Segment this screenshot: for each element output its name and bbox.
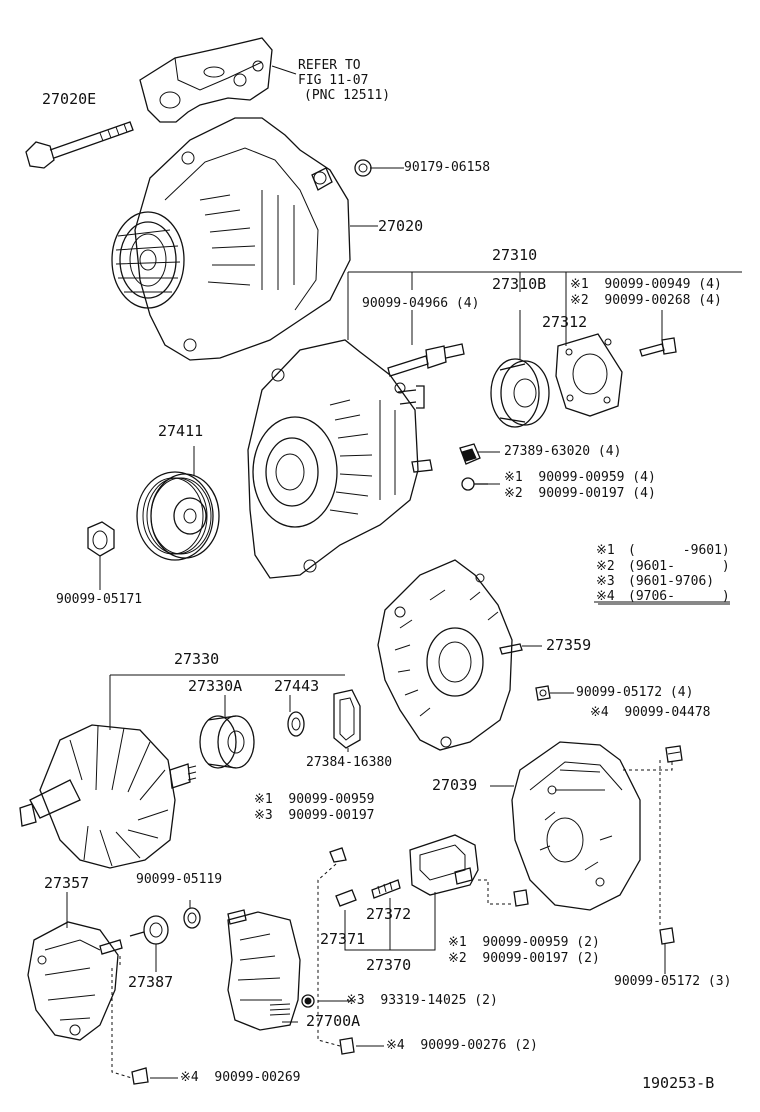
legend-mark-3: ※3 — [596, 574, 615, 589]
leader-lines — [66, 65, 742, 1079]
label-90099-05172-3: 90099-05172 (3) — [614, 974, 732, 989]
label-90099-00949: ※1 90099-00949 (4) — [570, 277, 722, 292]
pulley-drawing — [136, 471, 220, 561]
retainer-plate-drawing — [555, 333, 623, 417]
screw-00959-2-drawing — [513, 889, 529, 907]
rotor-drawing — [19, 724, 197, 869]
label-27370: 27370 — [366, 956, 412, 974]
label-27700a: 27700A — [306, 1012, 361, 1030]
label-27020e: 27020E — [42, 90, 97, 108]
label-27443: 27443 — [274, 677, 320, 695]
label-27372: 27372 — [366, 905, 412, 923]
figure-id: 190253-B — [642, 1074, 715, 1092]
screw-00197-drawing — [329, 847, 347, 863]
legend-range-1: ( -9601) — [628, 543, 730, 558]
stud-bolt-drawing — [387, 343, 465, 377]
label-90099-00959-4: ※1 90099-00959 (4) — [504, 470, 656, 485]
alternator-assembly-drawing — [111, 117, 351, 361]
label-90099-00269: ※4 90099-00269 — [180, 1070, 301, 1085]
label-90099-04478: ※4 90099-04478 — [590, 705, 711, 720]
screw-00949-drawing — [639, 337, 677, 357]
label-27359: 27359 — [546, 636, 592, 654]
label-90099-00197-4: ※2 90099-00197 (4) — [504, 486, 656, 501]
label-27371: 27371 — [320, 930, 366, 948]
label-27020: 27020 — [378, 217, 424, 235]
label-90099-00197-2: ※2 90099-00197 (2) — [448, 951, 600, 966]
label-90099-00268: ※2 90099-00268 (4) — [570, 293, 722, 308]
label-refer-to: REFER TO — [298, 58, 361, 73]
gasket-27384-drawing — [333, 689, 361, 749]
label-27387: 27387 — [128, 973, 174, 991]
brush-holder-drawing — [335, 834, 479, 907]
screw-00276-drawing — [339, 1037, 355, 1055]
label-27312: 27312 — [542, 313, 588, 331]
screw-00959-drawing — [461, 477, 488, 491]
rectifier-drawing — [27, 921, 123, 1041]
label-27411: 27411 — [158, 422, 204, 440]
washer-27443-drawing — [287, 711, 305, 737]
label-90099-00276: ※4 90099-00276 (2) — [386, 1038, 538, 1053]
nut-05171-drawing — [87, 521, 115, 557]
bolt-05172-drawing — [535, 685, 551, 701]
alternator-bracket-drawing — [139, 37, 273, 123]
drive-end-frame-drawing — [247, 339, 433, 579]
label-fig-ref: FIG 11-07 — [298, 73, 369, 88]
nut-93319-drawing — [301, 994, 315, 1008]
label-27357: 27357 — [44, 874, 90, 892]
legend-mark-2: ※2 — [596, 559, 615, 574]
nut-90179-06158-drawing — [354, 159, 372, 177]
label-90099-05119: 90099-05119 — [136, 872, 223, 887]
screw-00269-drawing — [131, 1067, 149, 1085]
legend-mark-4: ※4 — [596, 589, 615, 604]
label-pnc-ref: (PNC 12511) — [304, 88, 391, 103]
label-90099-04966: 90099-04966 (4) — [362, 296, 480, 311]
nut-05119-drawing — [183, 907, 201, 929]
label-27310: 27310 — [492, 246, 538, 264]
legend-range-3: (9601-9706) — [628, 574, 715, 589]
label-27330: 27330 — [174, 650, 220, 668]
label-93319-14025: ※3 93319-14025 (2) — [346, 993, 498, 1008]
bearing-27330a-drawing — [199, 715, 255, 769]
rectifier-end-frame-drawing — [377, 559, 523, 751]
terminal-cap-drawing — [129, 915, 169, 945]
label-27330a: 27330A — [188, 677, 243, 695]
dashed-alignment-lines — [111, 760, 673, 1079]
label-27389-63020: 27389-63020 (4) — [504, 444, 622, 459]
label-90099-00959-2: ※1 90099-00959 (2) — [448, 935, 600, 950]
bolt-05172-3-drawing — [659, 927, 675, 945]
label-90099-05172-4: 90099-05172 (4) — [576, 685, 694, 700]
label-90179-06158: 90179-06158 — [404, 160, 491, 175]
legend-range-2: (9601- ) — [628, 559, 730, 574]
legend-mark-1: ※1 — [596, 543, 615, 558]
label-27384-16380: 27384-16380 — [306, 755, 393, 770]
label-90099-05171: 90099-05171 — [56, 592, 143, 607]
insulator-27389-drawing — [459, 443, 481, 465]
regulator-drawing — [227, 909, 301, 1031]
bearing-27310b-drawing — [490, 358, 550, 428]
legend-range-4: (9706- ) — [628, 589, 730, 604]
label-90099-00197-a: ※3 90099-00197 — [254, 808, 375, 823]
rear-cover-drawing — [511, 741, 641, 911]
label-90099-00959-a: ※1 90099-00959 — [254, 792, 375, 807]
label-27310b: 27310B — [492, 275, 547, 293]
label-27039: 27039 — [432, 776, 478, 794]
bolt-27020e-drawing — [25, 121, 134, 169]
bolt-04478-drawing — [665, 745, 683, 763]
